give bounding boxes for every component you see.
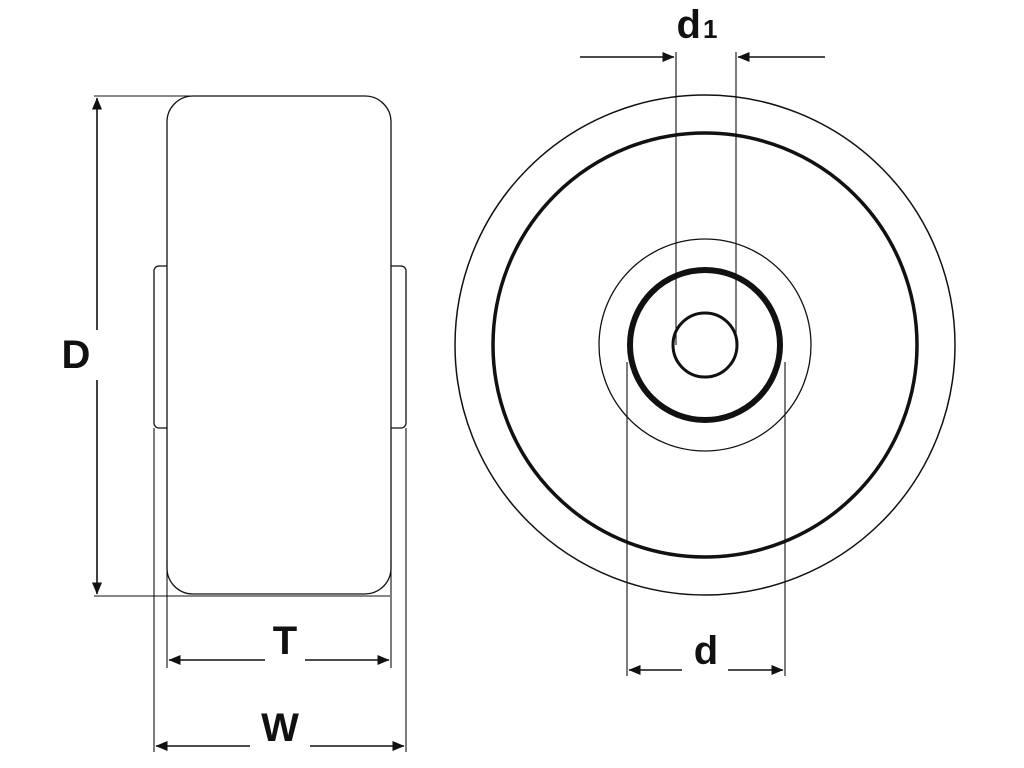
label-hub-diameter: d (694, 629, 718, 673)
label-tread-width: T (273, 619, 297, 663)
rim-circle (491, 131, 919, 559)
bore-circle (671, 311, 739, 379)
hub-outer-circle (598, 238, 812, 452)
front-view (454, 52, 956, 676)
label-bore-diameter: d1 (677, 3, 718, 47)
label-bore-diameter-main: d (677, 3, 701, 47)
label-diameter: D (62, 333, 91, 377)
bearing-ring (627, 267, 783, 423)
label-bore-diameter-sub: 1 (703, 14, 717, 44)
side-view (92, 95, 407, 752)
tire-side-body (166, 95, 392, 595)
label-overall-width: W (261, 706, 299, 750)
dimension-labels: D T W d d1 (62, 3, 719, 750)
tire-outer-circle (454, 94, 956, 596)
